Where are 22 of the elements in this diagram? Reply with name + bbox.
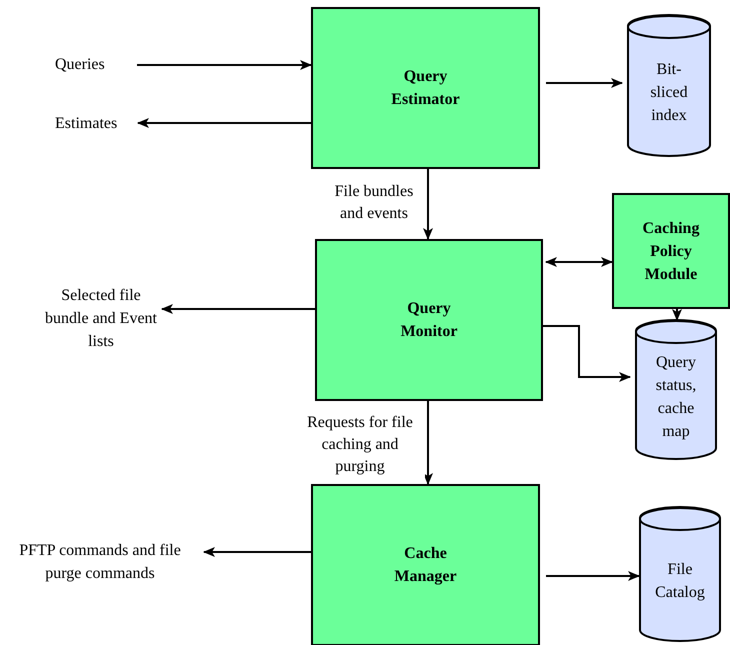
- cylinder-label: Query status, cache map: [654, 352, 698, 442]
- arrow: [672, 309, 682, 321]
- arrow: [545, 257, 613, 267]
- flow-label: Queries: [55, 54, 105, 74]
- cylinder-label: File Catalog: [654, 560, 706, 603]
- process-box: Query Estimator: [311, 7, 540, 169]
- arrow: [546, 78, 623, 88]
- flow-label: Selected file bundle and Event lists: [44, 286, 158, 352]
- flow-label: Estimates: [55, 114, 118, 134]
- arrow: [137, 60, 312, 70]
- arrow: [203, 547, 311, 557]
- arrow: [546, 571, 640, 581]
- process-box: Query Monitor: [315, 239, 543, 401]
- process-box: Caching Policy Module: [612, 193, 730, 309]
- arrow: [137, 118, 311, 128]
- flow-label: PFTP commands and file purge commands: [18, 541, 182, 584]
- process-box: Cache Manager: [311, 484, 540, 645]
- arrow: [543, 325, 631, 382]
- cylinder-label: Bit-sliced index: [649, 60, 689, 126]
- arrow: [423, 401, 433, 485]
- arrow: [423, 169, 433, 240]
- arrow: [161, 304, 315, 314]
